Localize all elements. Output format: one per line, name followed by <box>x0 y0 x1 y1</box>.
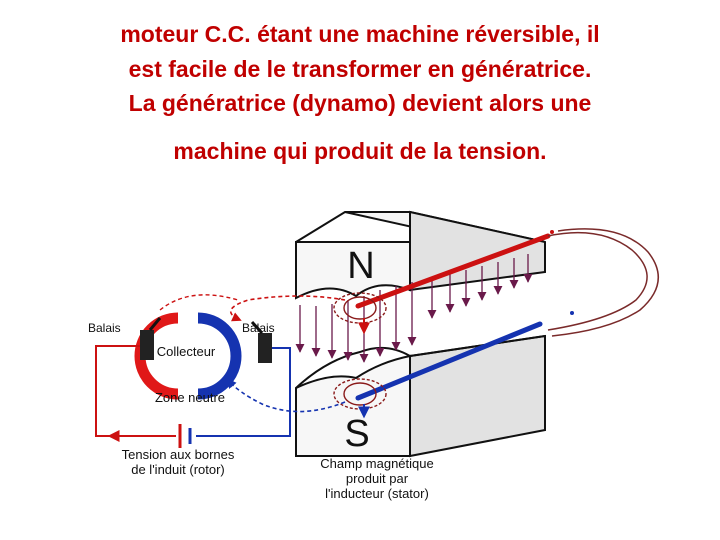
brush-right-label: Balais <box>242 321 275 335</box>
north-magnet <box>295 210 546 300</box>
flux-swirl-top <box>333 292 387 335</box>
field-lines <box>295 254 533 363</box>
brush-left <box>140 330 154 360</box>
conductor-red <box>355 228 660 337</box>
text-line-4: machine qui produit de la tension. <box>173 138 547 164</box>
brush-left-label: Balais <box>88 321 121 335</box>
terminal-voltage-label-1: Tension aux bornes <box>122 447 235 462</box>
magnetic-field-label-1: Champ magnétique <box>320 456 433 471</box>
external-circuit <box>95 345 291 448</box>
neutral-zone-label: Zone neutre <box>155 390 225 405</box>
pole-south-label: S <box>344 413 369 455</box>
brush-right <box>258 333 272 363</box>
commutator <box>134 312 272 400</box>
flux-swirl-bottom <box>333 378 387 419</box>
text-line-1: moteur C.C. étant une machine réversible… <box>120 21 600 47</box>
red-top-arc <box>159 294 239 311</box>
magnetic-field-label-2: produit par <box>346 471 409 486</box>
commutator-label: Collecteur <box>157 344 216 359</box>
text-line-2: est facile de le transformer en génératr… <box>128 56 592 82</box>
pole-north-label: N <box>347 245 374 287</box>
magnetic-field-label-3: l'inducteur (stator) <box>325 486 429 501</box>
south-magnet <box>295 334 546 458</box>
text-line-3: La génératrice (dynamo) devient alors un… <box>128 90 592 116</box>
red-connection-arc <box>230 295 346 322</box>
conductor-blue <box>355 311 574 401</box>
blue-connection-arc <box>226 378 346 413</box>
terminal-voltage-label-2: de l'induit (rotor) <box>131 462 225 477</box>
